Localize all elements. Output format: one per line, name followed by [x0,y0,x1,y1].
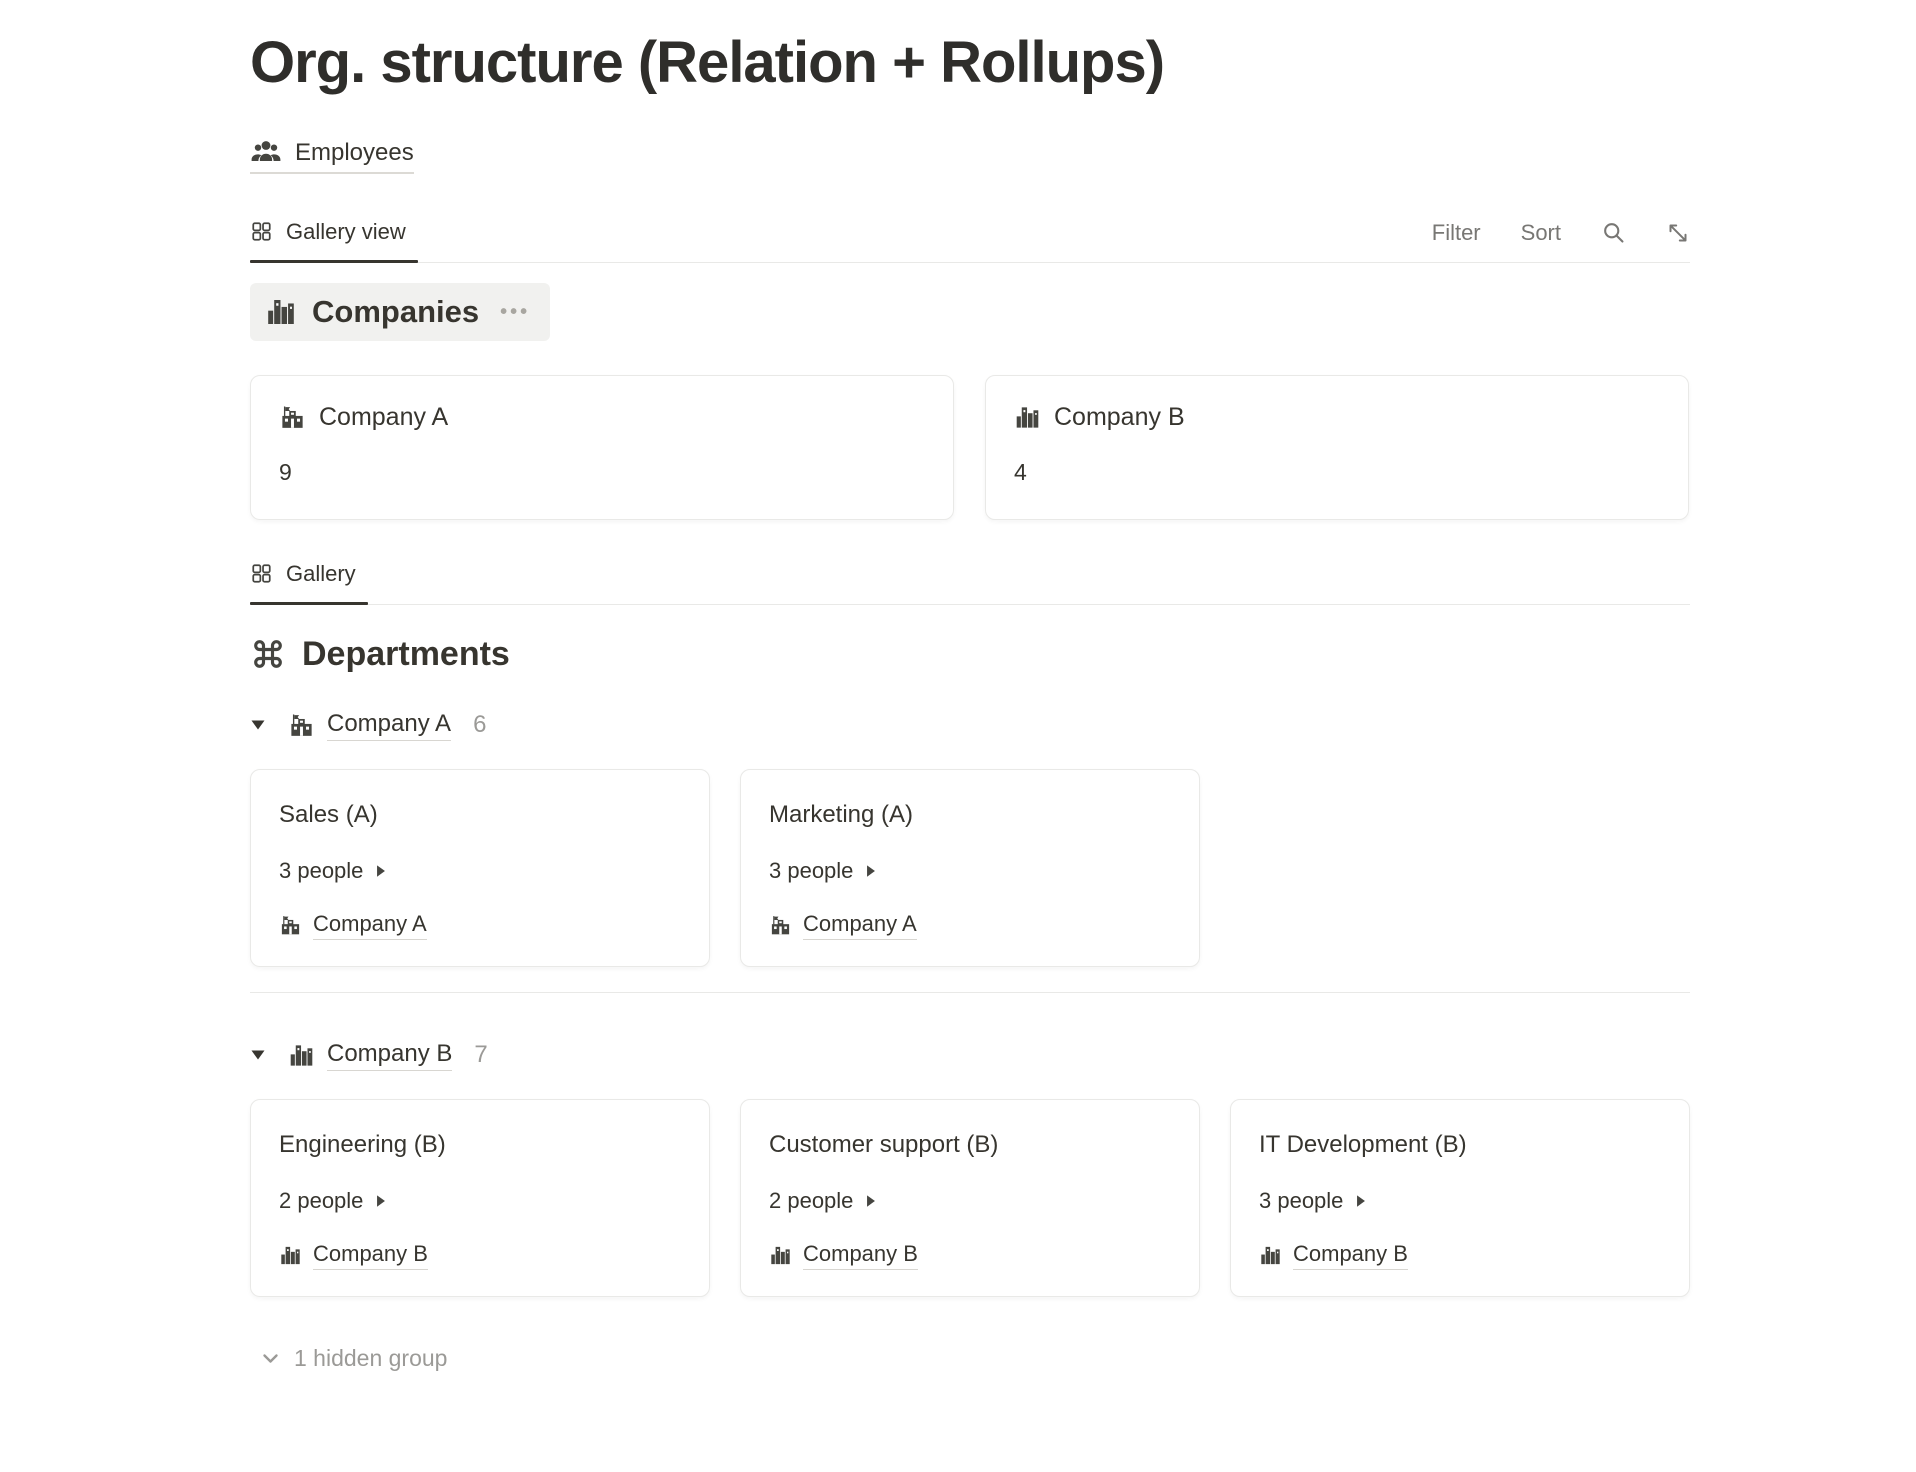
company-card-rollup-count: 9 [279,458,292,485]
toolbar-right: Filter Sort [1432,220,1690,246]
search-icon[interactable] [1601,220,1626,245]
people-toggle[interactable]: 2 people [769,1188,878,1214]
city-buildings-icon [769,1244,792,1267]
group-company-link[interactable]: Company A [327,710,452,741]
companies-group-header[interactable]: Companies ••• [250,282,551,341]
city-buildings-icon [288,1042,315,1069]
people-count: 3 people [279,857,364,883]
companies-group-title: Companies [312,293,480,329]
department-card-customer-support-b[interactable]: Customer support (B) 2 people Company B [740,1098,1200,1297]
department-card-engineering-b[interactable]: Engineering (B) 2 people Company B [250,1098,710,1297]
people-toggle[interactable]: 3 people [769,858,878,884]
triangle-right-icon [864,864,878,878]
city-buildings-icon [1014,404,1041,431]
company-relation-link[interactable]: Company B [313,1241,428,1270]
company-relation-link[interactable]: Company A [313,911,427,940]
group-header-company-a: Company A 6 [250,710,1690,741]
group-divider [250,991,1690,993]
tab-label: Gallery [286,560,356,586]
group-header-company-b: Company B 7 [250,1040,1690,1071]
hidden-group-toggle[interactable]: 1 hidden group [260,1345,447,1372]
department-card-it-development-b[interactable]: IT Development (B) 3 people Company B [1230,1098,1690,1297]
group-b-cards-row: Engineering (B) 2 people Company B Custo… [250,1098,1690,1297]
view-toolbar: Gallery view Filter Sort [250,204,1690,263]
department-title: Sales (A) [279,800,378,828]
tab-label: Gallery view [286,218,406,244]
group-count: 7 [474,1041,488,1069]
page-title: Org. structure (Relation + Rollups) [250,30,1165,95]
company-relation-link[interactable]: Company B [1293,1241,1408,1270]
triangle-right-icon [374,1194,388,1208]
department-card-sales-a[interactable]: Sales (A) 3 people Company A [250,768,710,967]
company-relation-link[interactable]: Company A [803,911,917,940]
breadcrumb-employees-link[interactable]: Employees [250,137,414,174]
collapse-triangle-icon[interactable] [250,717,266,733]
triangle-right-icon [864,1194,878,1208]
department-title: Customer support (B) [769,1130,999,1158]
company-relation-link[interactable]: Company B [803,1241,918,1270]
people-toggle[interactable]: 3 people [279,858,388,884]
people-icon [250,137,282,169]
city-buildings-icon [279,1244,302,1267]
group-a-cards-row: Sales (A) 3 people Company A Marketing (… [250,768,1690,967]
company-card-b[interactable]: Company B 4 [985,374,1689,520]
gallery-icon [250,220,273,243]
school-building-icon [769,914,792,937]
expand-icon[interactable] [1666,221,1690,245]
city-buildings-icon [1259,1244,1282,1267]
group-count: 6 [473,711,487,739]
command-icon [250,636,286,672]
city-buildings-icon [265,296,297,328]
breadcrumb-label: Employees [295,138,414,166]
chevron-down-icon [260,1348,281,1369]
more-options-button[interactable]: ••• [500,300,531,323]
group-company-link[interactable]: Company B [327,1040,453,1071]
people-count: 2 people [769,1187,854,1213]
filter-button[interactable]: Filter [1431,219,1481,245]
people-toggle[interactable]: 2 people [279,1188,388,1214]
tab-gallery-view[interactable]: Gallery view [250,204,418,263]
department-title: Marketing (A) [769,800,914,828]
company-card-rollup-count: 4 [1014,458,1027,485]
page-body: Org. structure (Relation + Rollups) Empl… [250,0,1690,1374]
people-count: 3 people [769,857,854,883]
companies-cards-row: Company A 9 Company B 4 [250,374,1690,520]
school-building-icon [279,914,302,937]
people-count: 3 people [1259,1187,1344,1213]
school-building-icon [288,712,315,739]
hidden-group-label: 1 hidden group [294,1344,448,1371]
school-building-icon [279,404,306,431]
departments-header: Departments [250,635,1690,674]
department-title: IT Development (B) [1259,1130,1467,1158]
gallery-icon [250,562,273,585]
collapse-triangle-icon[interactable] [250,1047,266,1063]
company-card-a[interactable]: Company A 9 [250,374,954,520]
triangle-right-icon [1354,1194,1368,1208]
company-card-title: Company A [319,402,449,431]
triangle-right-icon [374,864,388,878]
department-title: Engineering (B) [279,1130,446,1158]
people-count: 2 people [279,1187,364,1213]
department-card-marketing-a[interactable]: Marketing (A) 3 people Company A [740,768,1200,967]
company-card-title: Company B [1054,402,1185,431]
departments-title: Departments [302,634,510,673]
sort-button[interactable]: Sort [1520,219,1561,245]
tab-gallery[interactable]: Gallery [250,546,368,605]
departments-toolbar: Gallery [250,546,1690,605]
people-toggle[interactable]: 3 people [1259,1188,1368,1214]
